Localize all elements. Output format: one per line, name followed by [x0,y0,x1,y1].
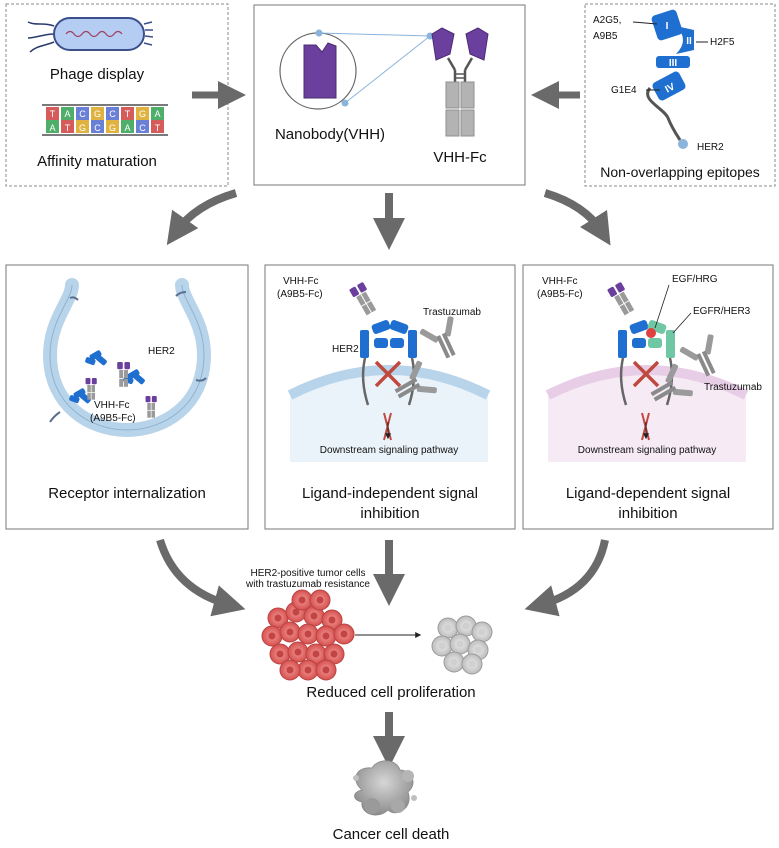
vhh-fc-icon [431,27,489,137]
dna-base-top: C [79,109,86,119]
tumor-label-line1: HER2-positive tumor cells [250,568,365,579]
panel2-title-line2: inhibition [360,505,419,522]
panel3-egfr-her3-label: EGFR/HER3 [693,306,751,317]
her2-domain-structure: I II III IV [632,9,708,149]
epitope-g1e4-label: G1E4 [611,85,637,96]
panel3-title-line2: inhibition [618,505,677,522]
nanobody-label: Nanobody(VHH) [275,126,385,143]
panel3-receptor-dimer [618,320,675,406]
panel3-a9b5-label: (A9B5-Fc) [537,289,583,300]
epitope-h2f5-label: H2F5 [710,37,735,48]
dna-base-top: C [109,109,116,119]
panel3-title-line1: Ligand-dependent signal [566,485,730,502]
arrow-panel3-to-bottom [524,539,609,617]
vhh-fc-label: VHH-Fc [433,149,487,166]
bacterium-icon [27,17,154,53]
dna-base-bottom: A [49,123,55,133]
domain-i-label: I [666,21,669,32]
panel2-title-line1: Ligand-independent signal [302,485,478,502]
reduced-proliferation-label: Reduced cell proliferation [306,684,475,701]
nanobody-icon [303,42,337,99]
panel-ligand-dependent: VHH-Fc (A9B5-Fc) EGF/HRG EGFR/HER3 Trast… [522,264,774,530]
panel3-downstream-label: Downstream signaling pathway [578,445,716,456]
panel3-egf-hrg-label: EGF/HRG [672,274,718,285]
dna-base-bottom: A [124,123,130,133]
dna-base-top: A [154,109,160,119]
panel1-a9b5-label: (A9B5-Fc) [90,413,136,424]
panel2-vhh-fc-label: VHH-Fc [283,276,319,287]
dna-base-bottom: G [79,123,86,133]
domain-iii-label: III [669,58,678,69]
cancer-cell-death-label: Cancer cell death [333,826,450,843]
arrow-to-panel3 [543,189,611,246]
center-top-box: Nanobody(VHH) VHH-Fc [253,4,526,186]
panel1-her2-label: HER2 [148,346,175,357]
dna-base-bottom: C [94,123,101,133]
domain-ii-label: II [686,36,692,47]
panel2-cell-membrane [290,370,488,462]
ligand-dot [646,328,656,338]
arrow-panel1-to-bottom [156,538,246,617]
panel2-downstream-label: Downstream signaling pathway [320,445,458,456]
her2-epitope-dot [678,139,688,149]
tumor-cell-cluster [261,589,355,681]
panel1-title: Receptor internalization [48,485,206,502]
panel2-a9b5-label: (A9B5-Fc) [277,289,323,300]
epitope-a2g5-label: A2G5, [593,15,621,26]
dead-cell-icon [353,760,417,816]
dna-base-bottom: C [139,123,146,133]
dna-base-bottom: T [65,123,71,133]
panel3-vhh-fc-label: VHH-Fc [542,276,578,287]
phage-display-label: Phage display [50,66,145,83]
panel3-trastuzumab-label: Trastuzumab [704,382,762,393]
arrow-to-panel1 [166,189,238,246]
dna-base-top: G [139,109,146,119]
panel2-trastuzumab-label: Trastuzumab [423,307,481,318]
dna-base-bottom: T [155,123,161,133]
tumor-label-line2: with trastuzumab resistance [245,579,370,590]
panel3-cell-membrane [548,370,746,462]
panel-receptor-internalization: HER2 VHH-Fc (A9B5-Fc) Receptor internali… [5,264,249,530]
non-overlapping-label: Non-overlapping epitopes [600,164,760,180]
panel2-her2-dimer [360,320,417,406]
panel2-her2-label: HER2 [332,344,359,355]
top-right-box: I II III IV A2G5, A9B5 H2F5 G1E4 HER2 No… [584,3,776,187]
dna-base-top: G [94,109,101,119]
her2-top-label: HER2 [697,142,724,153]
dna-base-bottom: G [109,123,116,133]
dna-base-top: A [64,109,70,119]
affinity-maturation-label: Affinity maturation [37,153,157,170]
panel1-vhh-fc-label: VHH-Fc [94,400,130,411]
dna-base-top: T [50,109,56,119]
panel-ligand-independent: VHH-Fc (A9B5-Fc) Trastuzumab HER2 Downst… [264,264,516,530]
reduced-cell-cluster [431,615,493,675]
epitope-a9b5-label: A9B5 [593,31,618,42]
dna-base-top: T [125,109,131,119]
